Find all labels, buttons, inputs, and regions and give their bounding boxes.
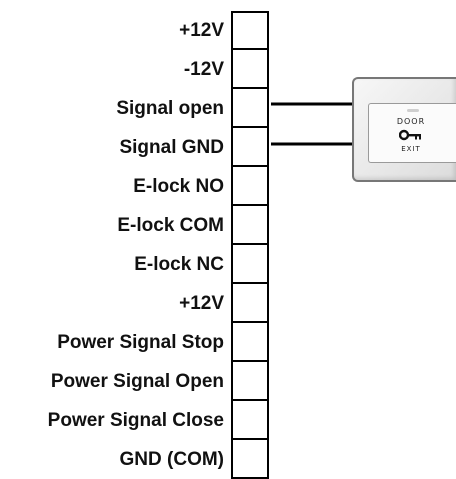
terminal-cell — [231, 128, 269, 167]
terminal-label: -12V — [183, 59, 224, 80]
terminal-row: -12V — [0, 50, 272, 89]
terminal-row: Signal GND — [0, 128, 272, 167]
terminal-row: GND (COM) — [0, 440, 272, 479]
terminal-cell — [231, 206, 269, 245]
terminal-cell — [231, 401, 269, 440]
terminal-label: GND (COM) — [119, 449, 224, 470]
terminal-label: Power Signal Stop — [57, 332, 224, 353]
exit-text: EXIT — [401, 145, 421, 153]
indicator-led — [407, 109, 419, 112]
terminal-cell — [231, 167, 269, 206]
terminal-row: Signal open — [0, 89, 272, 128]
terminal-row: Power Signal Close — [0, 401, 272, 440]
terminal-row: E-lock NC — [0, 245, 272, 284]
terminal-row: +12V — [0, 11, 272, 50]
door-text: DOOR — [396, 117, 426, 126]
terminal-cell — [231, 284, 269, 323]
terminal-cell — [231, 89, 269, 128]
terminal-label: E-lock COM — [117, 215, 224, 236]
terminal-row: Power Signal Open — [0, 362, 272, 401]
terminal-label: +12V — [179, 293, 224, 314]
terminal-cell — [231, 11, 269, 50]
terminal-label: Power Signal Open — [50, 371, 224, 392]
terminal-row: +12V — [0, 284, 272, 323]
terminal-label: E-lock NO — [133, 176, 224, 197]
terminal-cell — [231, 440, 269, 479]
door-exit-button[interactable]: DOOR EXIT — [352, 77, 456, 182]
key-icon — [399, 129, 421, 141]
terminal-label: Signal open — [116, 98, 224, 119]
terminal-row: E-lock COM — [0, 206, 272, 245]
terminal-label: E-lock NC — [134, 254, 224, 275]
exit-button-plate: DOOR EXIT — [368, 103, 456, 163]
terminal-label: Power Signal Close — [47, 410, 224, 431]
terminal-row: E-lock NO — [0, 167, 272, 206]
terminal-row: Power Signal Stop — [0, 323, 272, 362]
terminal-label: Signal GND — [119, 137, 224, 158]
terminal-cell — [231, 50, 269, 89]
terminal-cell — [231, 245, 269, 284]
terminal-cell — [231, 362, 269, 401]
terminal-label: +12V — [179, 20, 224, 41]
terminal-cell — [231, 323, 269, 362]
